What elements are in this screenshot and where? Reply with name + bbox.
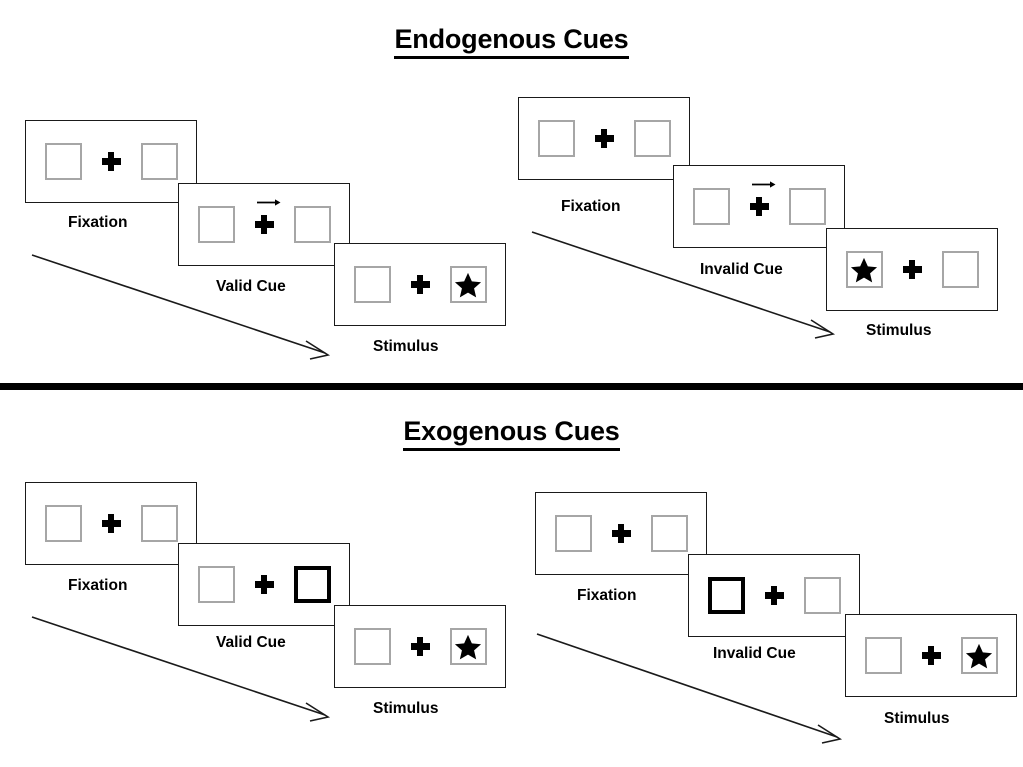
right-box bbox=[633, 120, 671, 157]
right-box-highlighted bbox=[293, 566, 331, 603]
frame-content bbox=[179, 184, 349, 265]
frame-content bbox=[827, 229, 997, 310]
section-endogenous: Endogenous Cues Fixation bbox=[0, 24, 1023, 360]
plus-icon bbox=[921, 646, 941, 665]
star-icon bbox=[850, 257, 878, 282]
frame-exogenous-invalid-stimulus[interactable] bbox=[845, 614, 1017, 697]
frame-exogenous-invalid-cue[interactable] bbox=[688, 554, 860, 637]
plus-icon bbox=[611, 524, 631, 543]
section-exogenous: Exogenous Cues Fixation Valid Cue bbox=[0, 392, 1023, 767]
left-box bbox=[353, 628, 391, 665]
frame-content bbox=[519, 98, 689, 179]
title-endogenous-text: Endogenous Cues bbox=[394, 24, 629, 59]
right-box bbox=[140, 505, 178, 542]
plus-icon bbox=[254, 215, 274, 234]
caption-stimulus: Stimulus bbox=[373, 338, 439, 355]
center-cue-area bbox=[101, 514, 121, 533]
plus-icon bbox=[749, 197, 769, 216]
frame-content bbox=[689, 555, 859, 636]
center-cue-area bbox=[749, 181, 775, 216]
left-box-highlighted bbox=[707, 577, 745, 614]
plus-icon bbox=[902, 260, 922, 279]
left-box bbox=[554, 515, 592, 552]
caption-fixation: Fixation bbox=[561, 198, 621, 215]
frame-content bbox=[846, 615, 1016, 696]
right-box bbox=[140, 143, 178, 180]
frame-content bbox=[335, 606, 505, 687]
star-icon bbox=[454, 634, 482, 659]
plus-icon bbox=[410, 275, 430, 294]
right-box bbox=[650, 515, 688, 552]
caption-stimulus: Stimulus bbox=[373, 700, 439, 717]
left-box bbox=[44, 505, 82, 542]
plus-icon bbox=[410, 637, 430, 656]
caption-stimulus: Stimulus bbox=[866, 322, 932, 339]
center-cue-area bbox=[101, 152, 121, 171]
center-cue-area bbox=[764, 586, 784, 605]
frame-exogenous-valid-fixation[interactable] bbox=[25, 482, 197, 565]
section-divider bbox=[0, 383, 1023, 390]
left-box bbox=[197, 206, 235, 243]
frame-endogenous-valid-stimulus[interactable] bbox=[334, 243, 506, 326]
left-box bbox=[353, 266, 391, 303]
caption-invalid-cue: Invalid Cue bbox=[700, 261, 783, 278]
left-box bbox=[44, 143, 82, 180]
plus-icon bbox=[594, 129, 614, 148]
arrow-right-icon bbox=[751, 181, 775, 188]
right-box bbox=[293, 206, 331, 243]
frame-endogenous-valid-fixation[interactable] bbox=[25, 120, 197, 203]
frame-exogenous-valid-stimulus[interactable] bbox=[334, 605, 506, 688]
right-box bbox=[788, 188, 826, 225]
caption-fixation: Fixation bbox=[68, 577, 128, 594]
caption-valid-cue: Valid Cue bbox=[216, 634, 286, 651]
right-box bbox=[941, 251, 979, 288]
plus-icon bbox=[764, 586, 784, 605]
left-box bbox=[692, 188, 730, 225]
frame-endogenous-valid-cue[interactable] bbox=[178, 183, 350, 266]
title-exogenous-cues: Exogenous Cues bbox=[0, 416, 1023, 451]
caption-fixation: Fixation bbox=[577, 587, 637, 604]
left-box bbox=[197, 566, 235, 603]
center-cue-area bbox=[921, 646, 941, 665]
center-cue-area bbox=[611, 524, 631, 543]
frame-endogenous-invalid-cue[interactable] bbox=[673, 165, 845, 248]
center-cue-area bbox=[594, 129, 614, 148]
center-cue-area bbox=[902, 260, 922, 279]
plus-icon bbox=[101, 152, 121, 171]
frame-content bbox=[26, 121, 196, 202]
frame-exogenous-invalid-fixation[interactable] bbox=[535, 492, 707, 575]
left-box bbox=[845, 251, 883, 288]
left-box bbox=[537, 120, 575, 157]
caption-invalid-cue: Invalid Cue bbox=[713, 645, 796, 662]
frame-endogenous-invalid-stimulus[interactable] bbox=[826, 228, 998, 311]
plus-icon bbox=[101, 514, 121, 533]
arrow-right-icon bbox=[256, 199, 280, 206]
right-box bbox=[803, 577, 841, 614]
frame-endogenous-invalid-fixation[interactable] bbox=[518, 97, 690, 180]
right-box bbox=[449, 628, 487, 665]
title-endogenous-cues: Endogenous Cues bbox=[0, 24, 1023, 59]
star-icon bbox=[965, 643, 993, 668]
center-cue-area bbox=[254, 575, 274, 594]
center-cue-area bbox=[410, 275, 430, 294]
frame-content bbox=[335, 244, 505, 325]
caption-valid-cue: Valid Cue bbox=[216, 278, 286, 295]
left-box bbox=[864, 637, 902, 674]
center-cue-area bbox=[254, 199, 280, 234]
star-icon bbox=[454, 272, 482, 297]
right-box bbox=[960, 637, 998, 674]
frame-content bbox=[674, 166, 844, 247]
caption-fixation: Fixation bbox=[68, 214, 128, 231]
center-cue-area bbox=[410, 637, 430, 656]
plus-icon bbox=[254, 575, 274, 594]
title-exogenous-text: Exogenous Cues bbox=[403, 416, 620, 451]
time-arrow-icon bbox=[536, 633, 843, 744]
frame-content bbox=[179, 544, 349, 625]
right-box bbox=[449, 266, 487, 303]
frame-exogenous-valid-cue[interactable] bbox=[178, 543, 350, 626]
caption-stimulus: Stimulus bbox=[884, 710, 950, 727]
frame-content bbox=[536, 493, 706, 574]
frame-content bbox=[26, 483, 196, 564]
